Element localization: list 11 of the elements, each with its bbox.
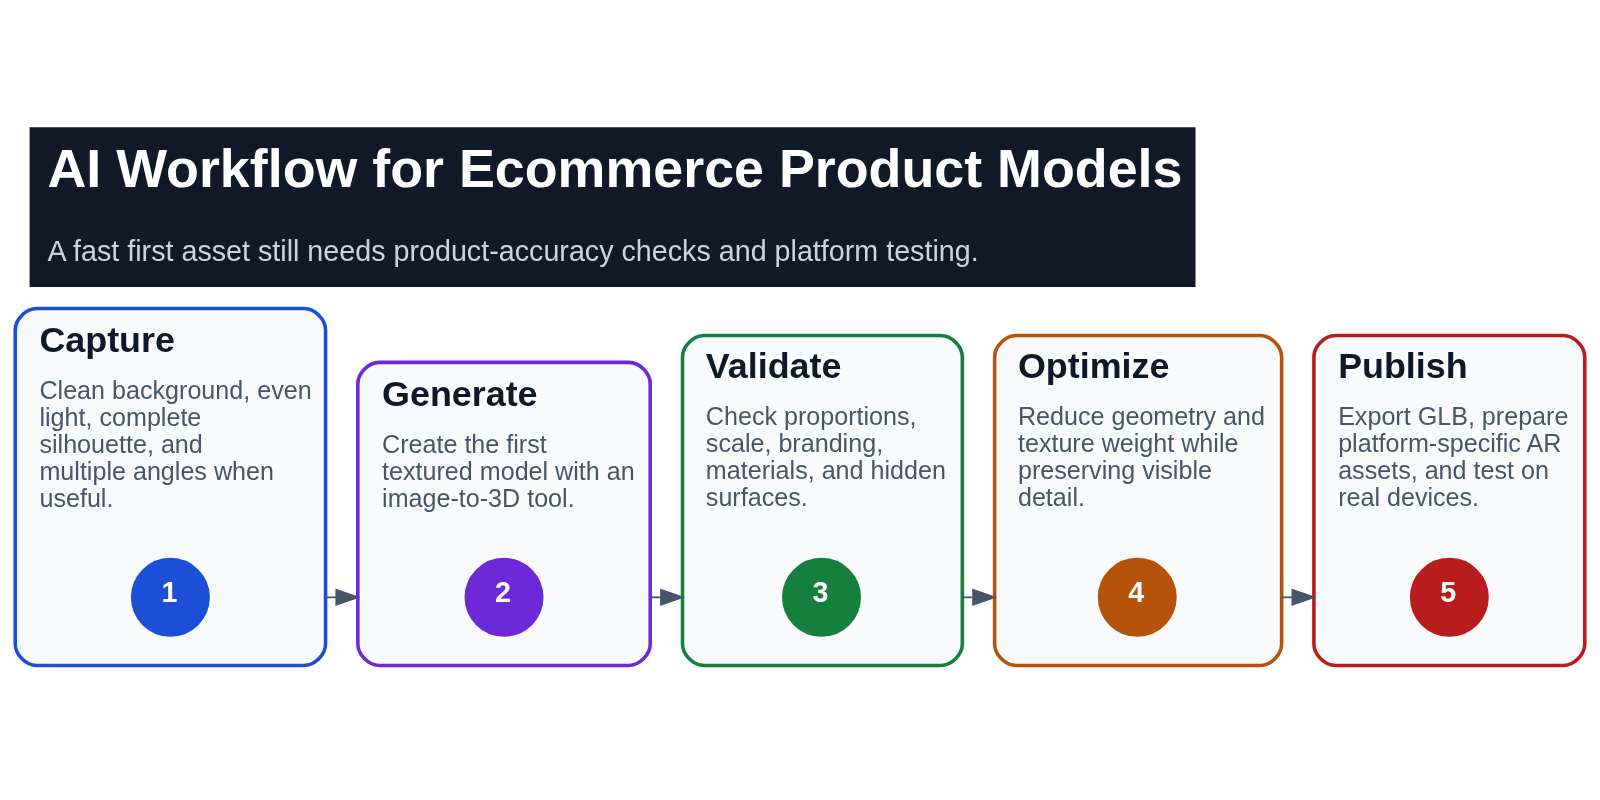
node-circle: 3 [782, 557, 861, 637]
diagram-title: AI Workflow for Ecommerce Product Models [47, 138, 1183, 199]
arrow [961, 588, 998, 607]
node-circle: 2 [464, 557, 544, 637]
arrow [324, 588, 361, 607]
node-circle: 5 [1409, 557, 1489, 637]
caption: A fast first asset still needs product-accuracy checks and platform testing. [47, 234, 979, 267]
node-circle: 1 [130, 557, 210, 637]
arrow [649, 588, 686, 607]
arrow [1280, 588, 1317, 607]
node-circle: 4 [1097, 557, 1177, 637]
